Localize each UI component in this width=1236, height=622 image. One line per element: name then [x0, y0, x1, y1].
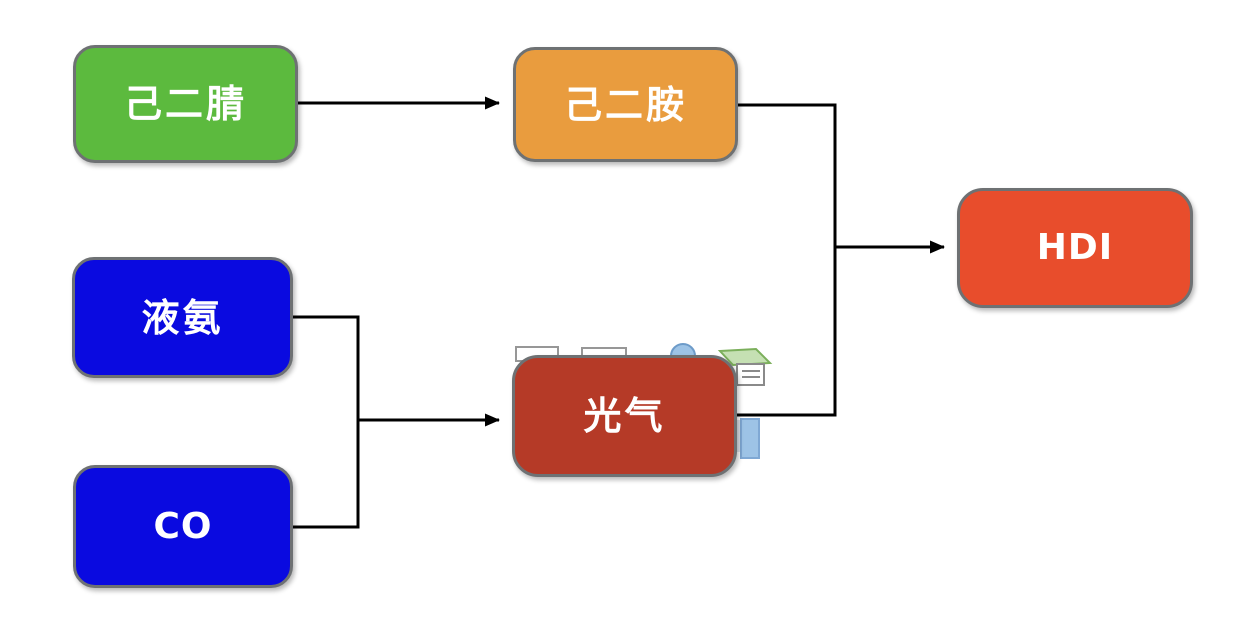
edge-merge-ammonia-co — [293, 315, 360, 529]
node-liquid-ammonia: 液氨 — [72, 257, 293, 378]
node-adiponitrile-label: 己二腈 — [123, 81, 247, 126]
node-hexamethylenediamine: 己二胺 — [513, 47, 738, 162]
node-carbon-monoxide-label: CO — [153, 505, 213, 547]
clipart-strip-fragment — [733, 420, 741, 452]
node-phosgene: 光气 — [512, 355, 737, 477]
node-liquid-ammonia-label: 液氨 — [141, 294, 224, 340]
node-carbon-monoxide: CO — [73, 465, 293, 588]
node-hdi: HDI — [957, 188, 1193, 308]
clipart-notepad-fragment-icon — [736, 363, 765, 386]
node-adiponitrile: 己二腈 — [73, 45, 298, 163]
node-hexamethylenediamine-label: 己二胺 — [563, 81, 687, 127]
node-hdi-label: HDI — [1036, 227, 1114, 268]
clipart-blue-panel-fragment-icon — [740, 418, 760, 459]
clipart-green-box-top-fragment-icon — [717, 347, 773, 367]
edge-merge-hexamethylenediamine-phosgene — [737, 103, 837, 417]
node-phosgene-label: 光气 — [583, 393, 666, 438]
